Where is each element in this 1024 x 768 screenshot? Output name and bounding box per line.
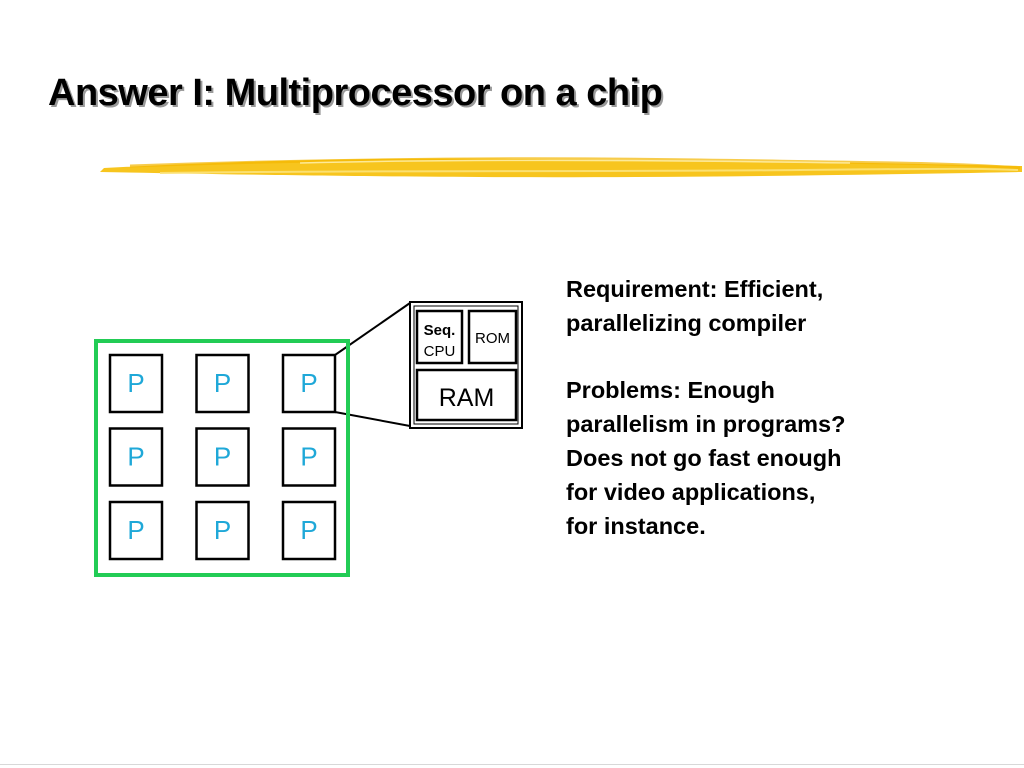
processor-tile	[195, 500, 250, 561]
rom-label: ROM	[475, 330, 510, 347]
processor-tile	[281, 500, 337, 561]
processor-label: P	[214, 442, 231, 472]
processor-label: P	[300, 368, 317, 398]
title-underline-stroke	[100, 157, 1022, 178]
processor-label: P	[214, 515, 231, 545]
problems-paragraph: Problems: Enough parallelism in programs…	[566, 377, 846, 539]
processor-tile	[195, 427, 250, 487]
processor-label: P	[127, 368, 144, 398]
body-text: Requirement: Efficient, parallelizing co…	[566, 272, 966, 576]
processor-tile	[108, 353, 164, 414]
processor-tile	[281, 353, 337, 414]
processor-label: P	[300, 442, 317, 472]
slide-title: Answer I: Multiprocessor on a chip	[48, 72, 663, 114]
ram-box	[415, 368, 518, 422]
processor-array-border	[94, 339, 350, 577]
processor-label: P	[127, 442, 144, 472]
rom-box	[467, 309, 518, 365]
chip-detail: Seq. CPU ROM RAM	[409, 301, 523, 429]
processor-tile	[281, 427, 337, 487]
footer-divider	[0, 764, 1024, 765]
processor-tiles: P P P P P P P P P	[108, 353, 337, 561]
seq-cpu-label-line2: CPU	[424, 343, 456, 360]
processor-tile	[108, 427, 164, 487]
processor-label: P	[300, 515, 317, 545]
processor-label: P	[214, 368, 231, 398]
processor-tile	[108, 500, 164, 561]
requirement-paragraph: Requirement: Efficient, parallelizing co…	[566, 276, 824, 336]
seq-cpu-label-line1: Seq.	[424, 322, 456, 339]
ram-label: RAM	[439, 384, 495, 412]
processor-label: P	[127, 515, 144, 545]
chip-inner-outline	[413, 305, 519, 425]
processor-tile	[195, 353, 250, 414]
seq-cpu-box	[415, 309, 464, 365]
